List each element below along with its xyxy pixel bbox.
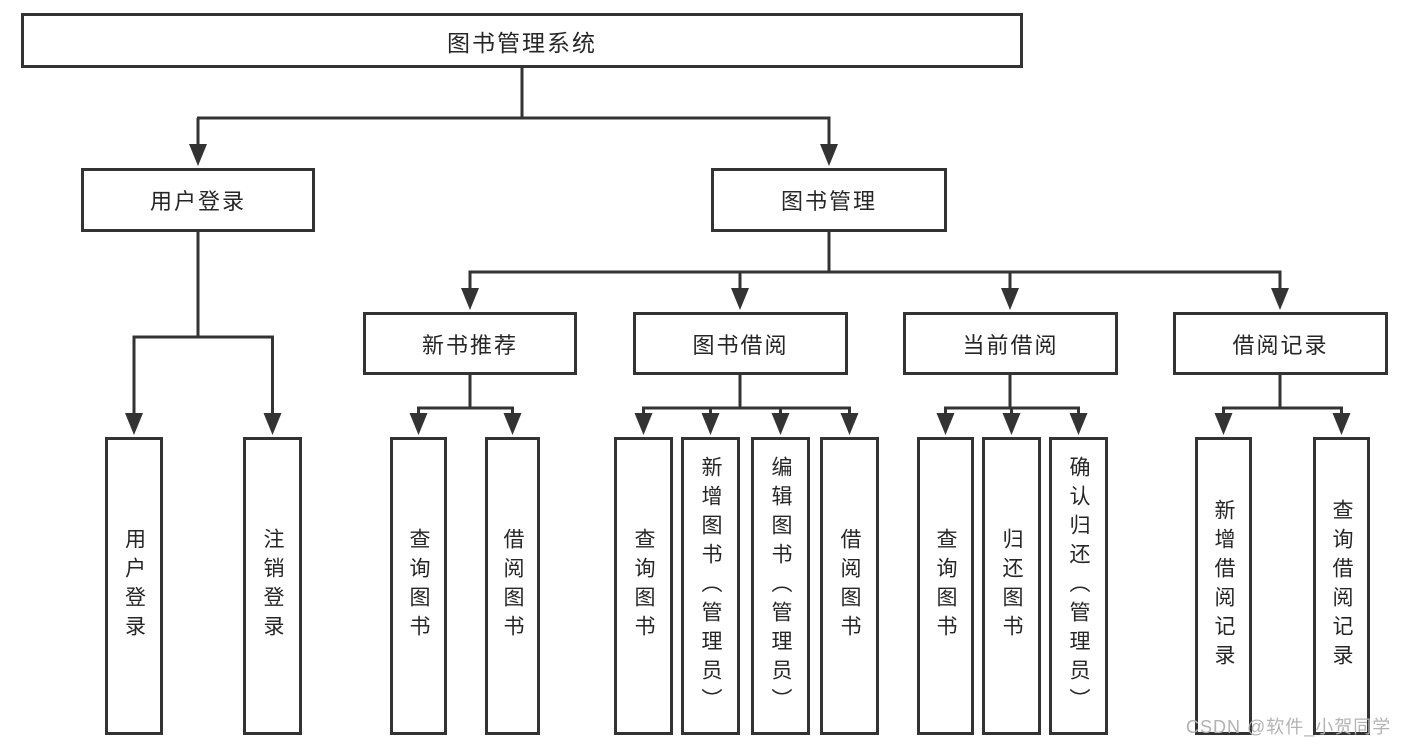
node-book-mgmt-module: 图书管理 <box>711 168 947 232</box>
leaf-confirm-return-admin: 确认归还（管理员） <box>1049 437 1108 735</box>
node-user-login-module: 用户登录 <box>81 168 315 232</box>
connector-mgmt-to-level3 <box>461 232 1289 310</box>
connector-newbooks-to-leaves <box>409 375 522 435</box>
leaf-edit-books-admin: 编辑图书（管理员） <box>751 437 810 735</box>
connector-login-to-leaves <box>125 232 282 435</box>
connector-current-to-leaves <box>936 375 1088 435</box>
leaf-query-borrow-record: 查询借阅记录 <box>1313 437 1370 735</box>
leaf-user-login: 用户登录 <box>105 437 163 735</box>
leaf-query-books-2: 查询图书 <box>614 437 673 735</box>
node-current-borrow: 当前借阅 <box>903 312 1118 375</box>
leaf-logout: 注销登录 <box>243 437 302 735</box>
leaf-add-books-admin: 新增图书（管理员） <box>681 437 740 735</box>
node-book-borrow: 图书借阅 <box>633 312 848 375</box>
node-root-system: 图书管理系统 <box>21 13 1023 68</box>
node-borrow-records: 借阅记录 <box>1173 312 1388 375</box>
leaf-return-books: 归还图书 <box>982 437 1041 735</box>
leaf-query-books-3: 查询图书 <box>917 437 974 735</box>
connector-records-to-leaves <box>1214 375 1351 435</box>
leaf-query-books-1: 查询图书 <box>390 437 447 735</box>
leaf-borrow-books-1: 借阅图书 <box>485 437 540 735</box>
leaf-borrow-books-2: 借阅图书 <box>820 437 879 735</box>
connector-borrow-to-leaves <box>634 375 859 435</box>
node-new-book-recommend: 新书推荐 <box>363 312 577 375</box>
leaf-add-borrow-record: 新增借阅记录 <box>1195 437 1252 735</box>
csdn-watermark: CSDN @软件_小贺同学 <box>1186 717 1392 737</box>
connector-root-to-level2 <box>189 68 838 166</box>
